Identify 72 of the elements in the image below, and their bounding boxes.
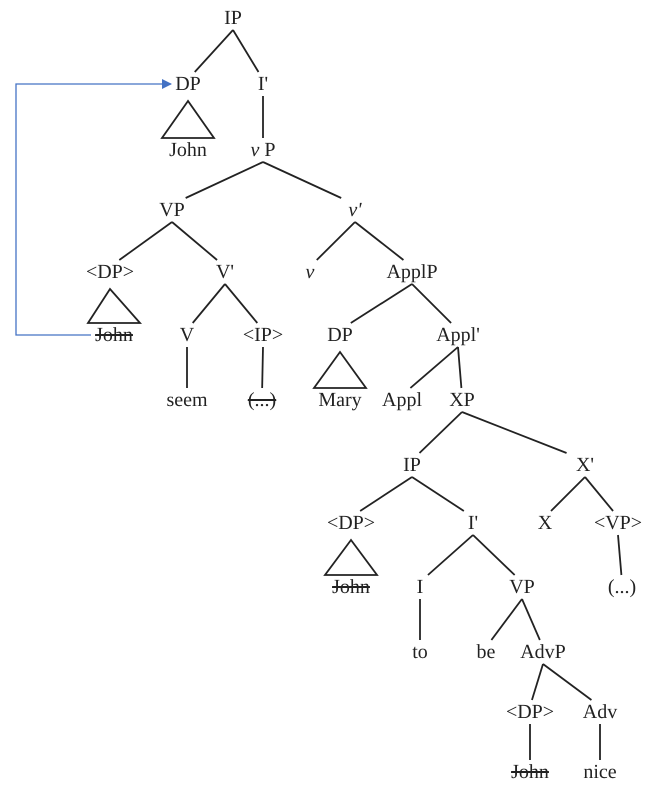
branch-line <box>412 476 464 512</box>
tree-label: Adv <box>582 701 618 723</box>
branch-line <box>316 221 356 261</box>
branch-line <box>410 346 459 389</box>
triangle-branch <box>160 99 216 139</box>
tree-label: ApplP <box>386 261 438 283</box>
tree-label: I' <box>258 73 268 95</box>
branch-line <box>418 411 463 454</box>
branch-line <box>542 663 592 701</box>
triangle-branch <box>323 538 379 576</box>
branch-line <box>584 476 614 512</box>
branch-line <box>194 29 234 73</box>
branch-line <box>171 221 218 261</box>
branch-line <box>529 724 531 760</box>
branch-line <box>232 30 260 72</box>
tree-label: Appl' <box>436 324 480 346</box>
branch-line <box>350 283 412 324</box>
tree-label: <DP> <box>506 701 554 723</box>
tree-label: IP <box>403 454 421 476</box>
tree-label: VP <box>159 199 185 221</box>
tree-label: V' <box>216 261 234 283</box>
branch-line <box>457 346 462 388</box>
tree-label: <VP> <box>594 512 642 534</box>
branch-line <box>261 346 264 388</box>
branch-line <box>462 411 567 454</box>
branch-line <box>490 598 523 641</box>
branch-line <box>419 599 421 640</box>
branch-line <box>550 476 586 512</box>
branch-line <box>224 283 258 324</box>
branch-line <box>411 283 452 324</box>
branch-line <box>186 347 188 388</box>
tree-label: VP <box>509 576 535 598</box>
triangle-branch <box>86 288 142 324</box>
tree-label: ν P <box>250 139 276 161</box>
tree-label: I <box>416 576 424 598</box>
branch-line <box>185 161 264 199</box>
branch-line <box>360 476 412 512</box>
tree-label: IP <box>224 7 242 29</box>
branch-line <box>617 534 622 576</box>
tree-label: X' <box>576 454 594 476</box>
tree-label: Mary <box>318 389 362 411</box>
tree-label: ν <box>306 261 314 283</box>
branch-line <box>118 221 173 261</box>
branch-line <box>599 724 601 760</box>
triangle-branch <box>312 350 368 389</box>
branch-line <box>472 534 516 576</box>
movement-arrow <box>15 79 172 336</box>
tree-label: (...) <box>608 576 636 598</box>
tree-label: DP <box>327 324 353 346</box>
tree-label: <DP> <box>86 261 134 283</box>
tree-label: be <box>476 641 496 663</box>
tree-label: AdvP <box>520 641 566 663</box>
tree-label: <IP> <box>242 324 284 346</box>
tree-label: <DP> <box>326 512 376 534</box>
branch-line <box>262 161 342 199</box>
branch-line <box>427 534 474 576</box>
branch-line <box>354 221 404 261</box>
tree-label: DP <box>175 73 201 95</box>
branch-line <box>531 664 544 700</box>
tree-label: Appl <box>382 389 422 411</box>
tree-label: V <box>180 324 194 346</box>
branch-line <box>192 283 226 324</box>
branch-line <box>521 598 541 640</box>
tree-label: I' <box>468 512 478 534</box>
tree-label: XP <box>449 389 475 411</box>
tree-label: John <box>169 139 207 161</box>
branch-line <box>262 96 264 138</box>
tree-label: seem <box>166 389 208 411</box>
tree-label: nice <box>583 761 617 783</box>
tree-label: ν' <box>348 199 362 221</box>
tree-label: X <box>538 512 552 534</box>
tree-label: to <box>412 641 428 663</box>
